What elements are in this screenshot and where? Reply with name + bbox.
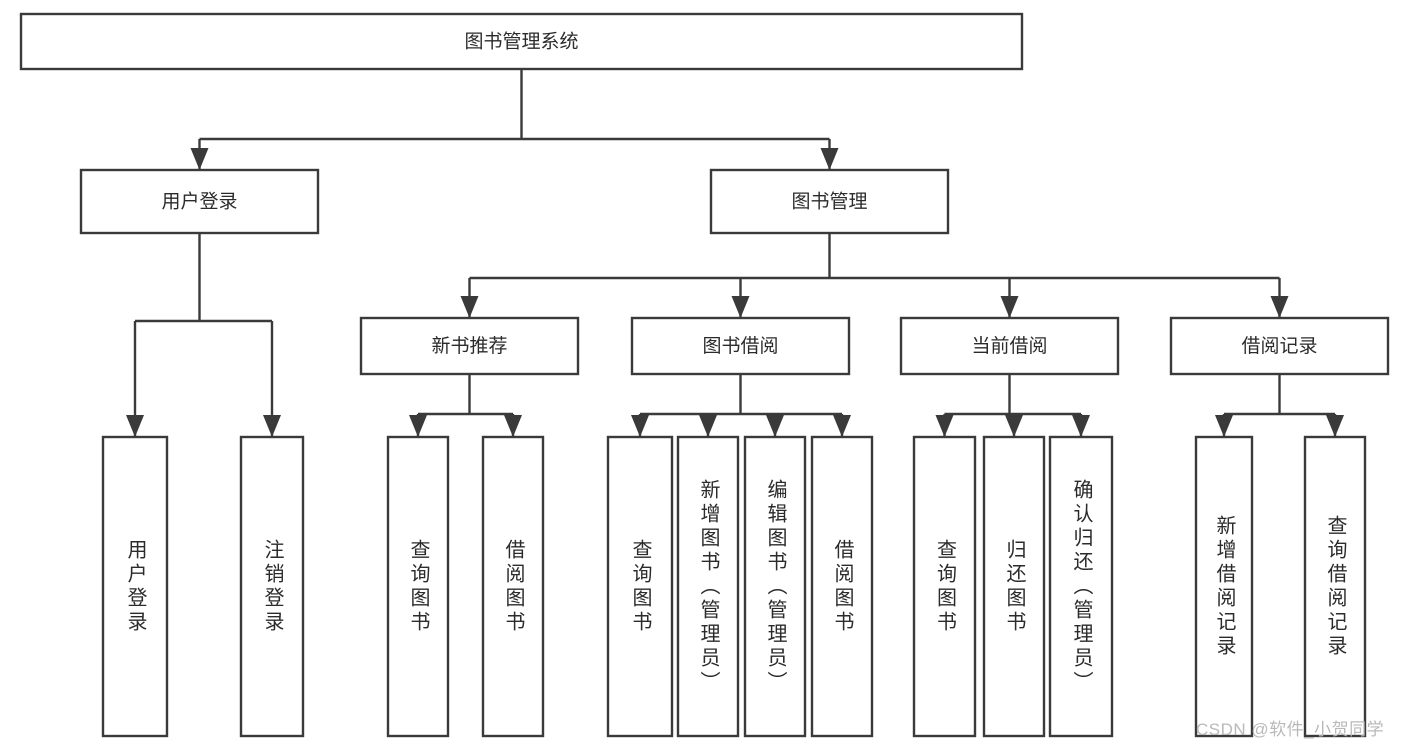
node-box-borrow-record[interactable] xyxy=(1169,316,1390,376)
arrow-head-icon-leaf-query-book-cur xyxy=(935,415,954,437)
node-box-leaf-user-login[interactable] xyxy=(101,435,169,738)
connector-layer xyxy=(126,69,1344,437)
arrow-head-icon-leaf-borrow-book xyxy=(833,415,851,437)
arrow-head-icon-book-borrow xyxy=(731,296,750,318)
node-box-leaf-borrow-book-rec[interactable] xyxy=(481,435,545,738)
node-box-book-manage[interactable] xyxy=(709,168,950,235)
node-box-leaf-query-book-rec[interactable] xyxy=(386,435,450,738)
node-box-leaf-query-book[interactable] xyxy=(606,435,674,738)
arrow-head-icon-leaf-edit-book xyxy=(766,415,784,437)
arrow-head-icon-leaf-query-record xyxy=(1326,415,1344,437)
node-box-leaf-query-book-cur[interactable] xyxy=(912,435,977,738)
node-box-leaf-return-book[interactable] xyxy=(982,435,1046,738)
node-box-leaf-confirm-return[interactable] xyxy=(1048,435,1114,738)
node-label-user-login: 用户登录 xyxy=(161,191,237,213)
arrow-head-icon-leaf-borrow-book-rec xyxy=(504,415,522,437)
node-box-leaf-query-record[interactable] xyxy=(1303,435,1367,738)
node-box-root[interactable] xyxy=(19,12,1024,71)
arrow-head-icon-leaf-query-book xyxy=(631,415,649,437)
arrow-head-icon-leaf-add-record xyxy=(1215,415,1233,437)
node-box-user-login[interactable] xyxy=(79,168,320,235)
arrow-head-icon-leaf-confirm-return xyxy=(1072,415,1090,437)
arrow-head-icon-leaf-query-book-rec xyxy=(409,415,427,437)
arrow-head-icon-current-borrow xyxy=(1000,296,1019,318)
arrow-head-icon-user-login xyxy=(190,148,209,170)
node-box-leaf-logout[interactable] xyxy=(239,435,305,738)
node-box-leaf-borrow-book[interactable] xyxy=(810,435,874,738)
csdn-watermark: CSDN @软件_小贺同学 xyxy=(1196,720,1385,739)
arrow-head-icon-leaf-add-book xyxy=(699,415,717,437)
node-box-leaf-edit-book[interactable] xyxy=(743,435,807,738)
node-label-book-borrow: 图书借阅 xyxy=(702,335,778,357)
node-box-new-book-rec[interactable] xyxy=(359,316,580,376)
node-box-book-borrow[interactable] xyxy=(630,316,851,376)
node-box-leaf-add-book[interactable] xyxy=(676,435,740,738)
node-box-current-borrow[interactable] xyxy=(899,316,1120,376)
arrow-head-icon-leaf-logout xyxy=(263,415,281,437)
arrow-head-icon-book-manage xyxy=(820,148,839,170)
node-box-leaf-add-record[interactable] xyxy=(1194,435,1254,738)
node-label-new-book-rec: 新书推荐 xyxy=(431,335,507,357)
node-label-borrow-record: 借阅记录 xyxy=(1241,335,1317,357)
arrow-head-icon-new-book-rec xyxy=(460,296,479,318)
node-label-root: 图书管理系统 xyxy=(464,31,578,53)
node-box-layer xyxy=(19,12,1390,738)
node-label-current-borrow: 当前借阅 xyxy=(971,335,1047,357)
arrow-head-icon-leaf-user-login xyxy=(126,415,144,437)
arrow-head-icon-borrow-record xyxy=(1270,296,1289,318)
node-label-book-manage: 图书管理 xyxy=(791,191,867,213)
arrow-head-icon-leaf-return-book xyxy=(1005,415,1023,437)
